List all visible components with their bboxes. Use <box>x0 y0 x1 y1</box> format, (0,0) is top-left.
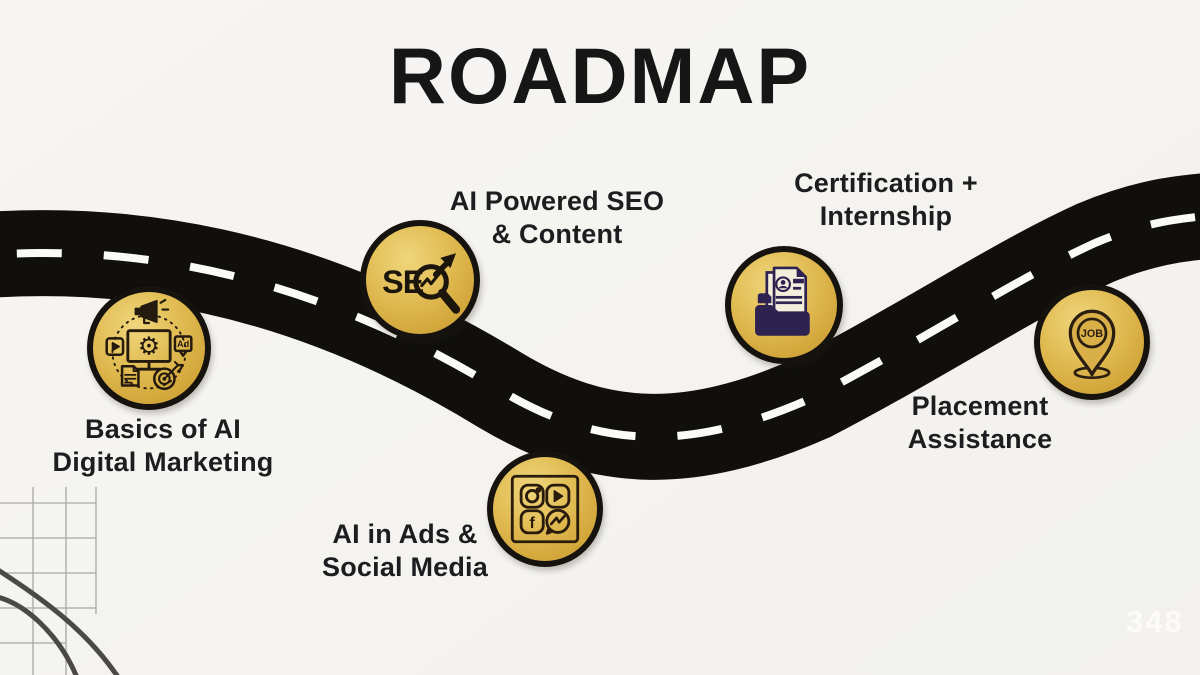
winding-road <box>0 173 1200 480</box>
seo-magnifier-icon: SE <box>382 253 461 314</box>
instagram-icon <box>519 483 545 509</box>
label-line: Basics of AI <box>85 414 241 444</box>
youtube-icon <box>545 483 571 509</box>
milestone-label-certification: Certification + Internship <box>726 167 1046 234</box>
label-line: Placement <box>911 391 1049 421</box>
corner-grid-decoration <box>0 487 97 675</box>
label-line: Internship <box>819 201 953 232</box>
gear-icon: ⚙ <box>138 333 160 361</box>
milestone-circle-placement: JOB <box>1034 284 1150 400</box>
certificate-folder-icon <box>755 266 810 336</box>
milestone-label-basics: Basics of AI Digital Marketing <box>3 413 323 480</box>
milestone-circle-basics: ⚙ Ad <box>87 286 211 410</box>
digital-marketing-icon: ⚙ Ad <box>105 298 193 391</box>
milestone-label-placement: Placement Assistance <box>820 390 1140 457</box>
facebook-letter: f <box>530 515 536 532</box>
watermark: 348 <box>1126 604 1184 639</box>
ad-bubble-label: Ad <box>177 339 189 349</box>
job-location-pin-icon: JOB <box>1068 309 1116 380</box>
label-line: AI in Ads & <box>332 519 478 549</box>
label-line: Certification + <box>794 168 978 198</box>
corner-arc-decoration <box>0 568 120 675</box>
messenger-icon <box>545 508 571 535</box>
milestone-circle-seo: SE <box>360 220 480 340</box>
milestone-label-seo: AI Powered SEO & Content <box>397 185 717 252</box>
label-line: Assistance <box>907 424 1053 455</box>
milestone-circle-certification <box>725 246 843 364</box>
label-line: & Content <box>491 219 623 250</box>
job-pin-text: JOB <box>1081 328 1103 340</box>
milestone-label-social: AI in Ads & Social Media <box>245 518 565 585</box>
page-title: ROADMAP <box>388 31 812 120</box>
label-line: Social Media <box>322 552 488 583</box>
social-media-icon: f <box>510 474 580 544</box>
label-line: Digital Marketing <box>52 447 274 478</box>
label-line: AI Powered SEO <box>449 186 665 216</box>
road-center-dashes <box>0 212 1200 441</box>
milestone-circle-social: f <box>487 451 603 567</box>
facebook-icon <box>519 509 545 535</box>
arrow-head <box>440 253 456 268</box>
